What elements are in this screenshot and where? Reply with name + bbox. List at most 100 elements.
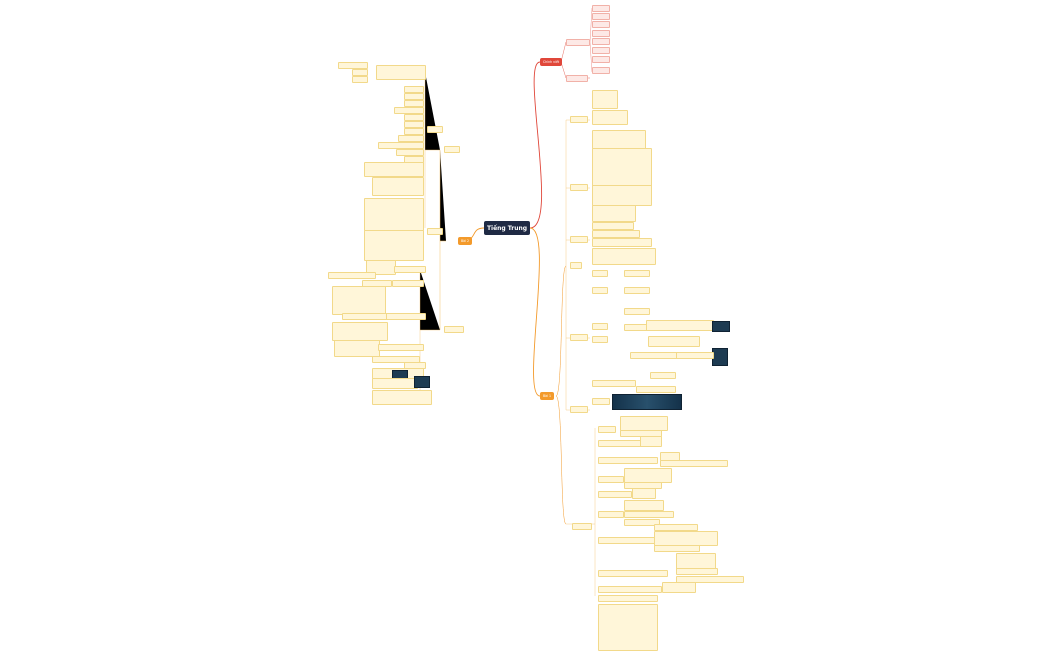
grammar-note [372,378,419,390]
grammar-detail [624,519,661,527]
grammar-note [372,356,421,364]
bai2-subtopic[interactable] [427,126,444,134]
vocab-block [364,162,425,178]
grammar-note [372,390,433,406]
stroke-node[interactable] [592,5,611,13]
vocab-block [364,198,425,232]
grammar-node[interactable] [598,595,659,603]
chinh-viet-node[interactable] [566,75,589,83]
bai2-subtopic[interactable] [427,228,444,236]
tone-detail [624,287,651,295]
grammar-note [332,286,387,316]
vocab-block [372,177,425,197]
grammar-node[interactable] [598,457,659,465]
grammar-node[interactable] [598,537,663,545]
grammar-detail [640,436,663,448]
vocab-block [364,230,425,262]
branch-bai-2[interactable]: Bài 2 [458,237,473,245]
stroke-node[interactable] [592,56,611,64]
stroke-example [610,13,632,18]
grammar-note [332,322,389,342]
stroke-node[interactable] [592,38,611,46]
image-thumbnail[interactable] [414,376,430,388]
grammar-note [334,340,381,358]
grammar-detail [654,524,699,532]
stroke-example [610,54,636,63]
grammar-detail [620,416,669,432]
note-block [592,205,637,223]
tone-example [610,265,622,280]
note-block [592,238,653,248]
grammar-node[interactable] [598,426,617,434]
bai1-group[interactable] [572,523,593,531]
stroke-example [610,38,634,43]
vocab-item [352,69,369,77]
bai1-group[interactable] [570,262,583,270]
grammar-detail [624,500,665,512]
stroke-example [610,47,622,52]
note-block [592,185,653,207]
stroke-example [610,5,636,10]
image-thumbnail[interactable] [612,394,682,410]
bai1-topic[interactable] [570,334,589,342]
grammar-detail [624,511,675,519]
note-block [592,248,657,266]
tone-node[interactable] [592,336,609,344]
vocab-item [396,149,425,157]
grammar-detail [662,582,697,594]
vocab-item [338,62,369,70]
grammar-node[interactable] [598,586,663,594]
grammar-note [342,313,391,321]
tone-node[interactable] [592,287,609,295]
note-block [592,222,635,231]
image-thumbnail[interactable] [712,321,730,332]
tone-node[interactable] [592,380,637,388]
vocab-item [404,114,425,122]
bai1-topic[interactable] [570,406,589,414]
grammar-node[interactable] [598,570,669,578]
tone-node[interactable] [592,398,611,406]
bai2-topic[interactable] [444,326,465,334]
stroke-node[interactable] [592,67,611,75]
grammar-node[interactable] [598,440,643,448]
vocab-item [352,76,369,84]
tone-node[interactable] [592,270,609,278]
bai1-topic[interactable] [570,236,589,244]
stroke-node[interactable] [592,47,611,55]
vocab-item [398,135,425,143]
note-block [592,130,647,150]
grammar-note [328,272,377,280]
central-topic[interactable]: Tiếng Trung [484,221,530,235]
grammar-note [378,344,425,352]
chinh-viet-node[interactable] [566,39,591,47]
vocab-item [404,93,425,101]
branch-bai-1[interactable]: Bài 1 [540,392,555,400]
tone-detail [624,270,651,278]
tone-detail [648,336,701,348]
grammar-detail [624,468,673,484]
stroke-node[interactable] [592,30,611,38]
bai1-topic[interactable] [570,184,589,192]
tone-detail [636,386,677,394]
grammar-detail [654,531,719,547]
branch-chinh-viet[interactable]: Chính viết [540,58,563,66]
stroke-example [610,66,632,75]
tone-example [610,284,622,297]
grammar-detail [654,545,701,553]
vocab-item [404,86,425,94]
grammar-detail [632,488,657,500]
grammar-node[interactable] [598,491,633,499]
grammar-node[interactable] [598,511,625,519]
bai1-topic[interactable] [570,116,589,124]
grammar-node[interactable] [598,476,625,484]
vocab-block [376,65,427,81]
grammar-detail [676,576,745,584]
tone-node[interactable] [592,323,609,331]
vocab-item [404,121,425,129]
image-thumbnail[interactable] [712,348,728,366]
grammar-note [392,280,425,288]
note-block [592,148,653,188]
stroke-node[interactable] [592,21,611,29]
stroke-node[interactable] [592,13,611,21]
bai2-topic[interactable] [444,146,461,154]
